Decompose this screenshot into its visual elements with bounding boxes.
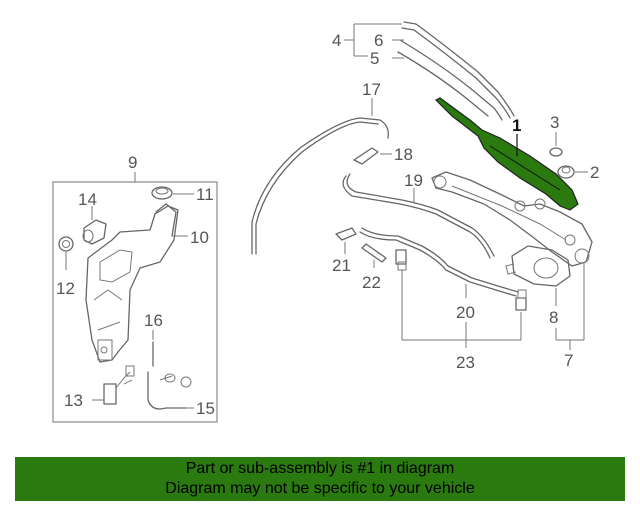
lower-hose-group: 21 22 20 23 bbox=[332, 227, 527, 372]
callout-5[interactable]: 5 bbox=[370, 49, 379, 68]
callout-3[interactable]: 3 bbox=[550, 113, 559, 132]
grommet[interactable] bbox=[58, 236, 74, 252]
callout-22[interactable]: 22 bbox=[362, 273, 381, 292]
callout-1[interactable]: 1 bbox=[512, 116, 521, 135]
callout-11[interactable]: 11 bbox=[196, 185, 214, 204]
callout-21[interactable]: 21 bbox=[332, 256, 351, 275]
arm-nut[interactable] bbox=[557, 165, 575, 179]
callout-14[interactable]: 14 bbox=[78, 190, 97, 209]
banner-line-1: Part or sub-assembly is #1 in diagram bbox=[185, 460, 455, 477]
wiper-blade[interactable] bbox=[403, 21, 515, 117]
washer-hose-lower[interactable] bbox=[359, 231, 517, 297]
arm-cap[interactable] bbox=[549, 147, 563, 157]
wiper-arm[interactable] bbox=[434, 97, 579, 211]
wiper-motor[interactable] bbox=[511, 245, 571, 287]
wiper-arm-group: 1 bbox=[434, 97, 579, 211]
callout-10[interactable]: 10 bbox=[190, 228, 209, 247]
banner-line-2: Diagram may not be specific to your vehi… bbox=[165, 480, 475, 497]
callout-4[interactable]: 4 bbox=[332, 31, 341, 50]
callout-2[interactable]: 2 bbox=[590, 163, 599, 182]
washer-hose[interactable] bbox=[251, 117, 389, 255]
callout-13[interactable]: 13 bbox=[64, 391, 83, 410]
callout-18[interactable]: 18 bbox=[394, 145, 413, 164]
callout-20[interactable]: 20 bbox=[456, 303, 475, 322]
washer-hose-group: 17 18 19 bbox=[251, 80, 495, 259]
wiper-linkage-group: 8 7 bbox=[431, 171, 593, 370]
washer-motor[interactable] bbox=[103, 383, 117, 405]
washer-pump[interactable] bbox=[83, 219, 107, 245]
info-banner: Part or sub-assembly is #1 in diagram Di… bbox=[15, 457, 625, 501]
callout-7[interactable]: 7 bbox=[564, 351, 573, 370]
callout-15[interactable]: 15 bbox=[196, 399, 215, 418]
arm-hardware-group: 2 3 bbox=[549, 113, 599, 182]
reservoir-cap[interactable] bbox=[151, 186, 173, 200]
callout-8[interactable]: 8 bbox=[549, 308, 558, 327]
washer-tank[interactable] bbox=[85, 205, 179, 363]
callout-12[interactable]: 12 bbox=[56, 279, 75, 298]
callout-6[interactable]: 6 bbox=[374, 31, 383, 50]
callout-19[interactable]: 19 bbox=[404, 171, 423, 190]
reservoir-frame bbox=[52, 181, 218, 423]
callout-17[interactable]: 17 bbox=[362, 80, 381, 99]
callout-9[interactable]: 9 bbox=[128, 153, 137, 172]
callout-23[interactable]: 23 bbox=[456, 353, 475, 372]
wiper-blade-group: 4 6 5 bbox=[332, 21, 515, 121]
washer-reservoir-group: 9 11 10 14 12 16 13 bbox=[52, 153, 218, 423]
wiper-linkage[interactable] bbox=[431, 171, 593, 267]
parts-diagram: 9 11 10 14 12 16 13 bbox=[52, 21, 599, 423]
callout-16[interactable]: 16 bbox=[144, 311, 163, 330]
